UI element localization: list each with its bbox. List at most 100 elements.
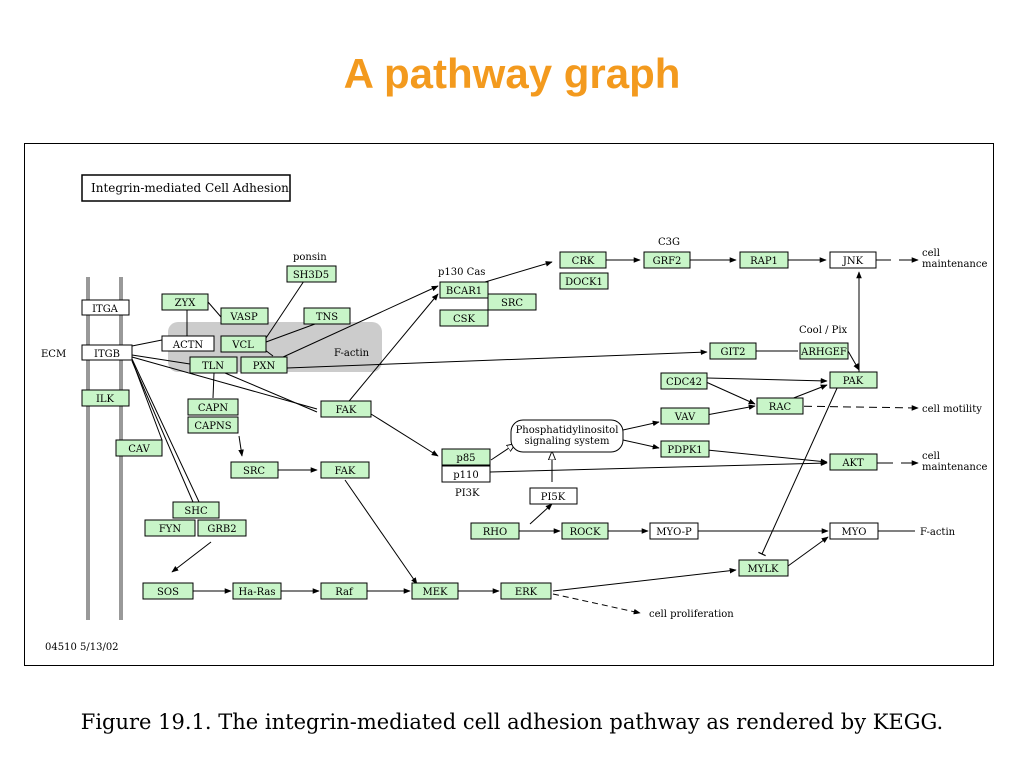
label-vav: VAV [674,412,696,423]
node-pdpk1 [660,440,710,458]
label-cav: CAV [128,444,150,455]
node-raf [320,582,368,600]
node-pak [829,371,878,389]
node-itga [81,299,130,316]
node-itgb [81,344,133,361]
label-grf2: GRF2 [653,256,682,267]
label-rho: RHO [483,527,507,538]
label-pak: PAK [843,376,864,387]
label-pi5k: PI5K [541,492,566,503]
node-git2 [709,342,757,360]
node-csk [439,309,489,327]
label-src2: SRC [501,298,523,309]
node-rho [470,522,520,540]
node-shc [172,501,220,519]
label-akt: AKT [841,458,864,469]
node-ilk [81,389,130,407]
label-jnk: JNK [842,256,864,267]
figure-caption: Figure 19.1. The integrin-mediated cell … [80,710,944,734]
label-hras: Ha-Ras [239,587,276,598]
label-ecm: ECM [41,349,66,360]
label-capns: CAPNS [194,421,231,432]
node-cdc42 [660,372,708,390]
label-factin-region: F-actin [334,348,370,359]
label-capn: CAPN [198,403,229,414]
label-myop: MYO-P [656,527,692,538]
label-cell-prolif: cell proliferation [649,609,734,620]
label-sos: SOS [157,587,179,598]
node-labels: ITGA ITGB ACTN JNK p110 PI5K MYO-P MYO I… [92,256,866,598]
footer-id: 04510 5/13/02 [45,642,119,653]
label-dock1: DOCK1 [565,277,603,288]
label-itga: ITGA [92,304,119,315]
node-myop [649,522,699,540]
node-dock1 [559,272,609,290]
pathway-figure: Integrin-mediated Cell Adhesion [24,143,994,666]
node-zyx [161,293,209,311]
node-mek [411,582,459,600]
label-shc: SHC [184,506,208,517]
node-fyn [144,519,196,537]
label-fak1: FAK [336,405,357,416]
label-tns: TNS [316,312,338,323]
label-pi3k: PI3K [455,488,480,499]
label-vcl: VCL [231,340,254,351]
label-ponsin: ponsin [293,252,327,263]
label-cell-motility: cell motility [922,404,982,415]
label-factin-out: F-actin [920,527,956,538]
white-nodes [81,251,879,540]
diagram-title: Integrin-mediated Cell Adhesion [91,181,289,195]
node-p110 [441,465,491,483]
label-git2: GIT2 [721,347,746,358]
node-myo [829,522,879,540]
label-p85: p85 [456,453,475,464]
label-raf: Raf [335,587,354,598]
node-vasp [220,307,269,325]
label-fak2: FAK [335,466,356,477]
node-erk [500,582,552,600]
label-p110: p110 [453,470,479,481]
label-cdc42: CDC42 [666,377,702,388]
node-capns [187,416,239,434]
label-p130cas: p130 Cas [438,267,485,278]
label-rac: RAC [769,402,792,413]
node-sos [142,582,194,600]
label-mek: MEK [422,587,448,598]
node-fak1 [320,400,372,418]
label-arhgef: ARHGEF [800,347,847,358]
node-pi5k [529,487,578,505]
label-bcar1: BCAR1 [446,286,482,297]
edges [131,257,919,615]
label-pxn: PXN [253,361,276,372]
label-erk: ERK [515,587,538,598]
label-actn: ACTN [172,340,204,351]
label-crk: CRK [572,256,595,267]
node-phospho [510,419,624,453]
node-capn [187,398,239,416]
node-bcar1 [439,281,489,299]
node-pxn [240,356,288,374]
slide-title: A pathway graph [343,50,681,97]
label-sh3d5: SH3D5 [293,270,329,281]
label-src1: SRC [243,466,265,477]
label-ilk: ILK [96,394,115,405]
node-grf2 [643,251,691,269]
label-fyn: FYN [159,524,182,535]
node-mylk [738,559,789,577]
label-vasp: VASP [229,312,258,323]
node-grb2 [197,519,247,537]
node-src2 [487,293,537,311]
node-fak2 [320,461,370,479]
pathway-diagram: Integrin-mediated Cell Adhesion [41,174,987,653]
node-rac [756,397,804,415]
label-mylk: MYLK [748,564,779,575]
node-crk [559,251,607,269]
node-akt [829,453,878,471]
node-src1 [230,461,279,479]
label-myo: MYO [841,527,866,538]
node-actn [161,335,215,352]
node-vav [660,407,710,425]
annotations: ECM ponsin p130 Cas C3G F-actin Cool / P… [41,237,982,653]
node-jnk [829,251,877,269]
